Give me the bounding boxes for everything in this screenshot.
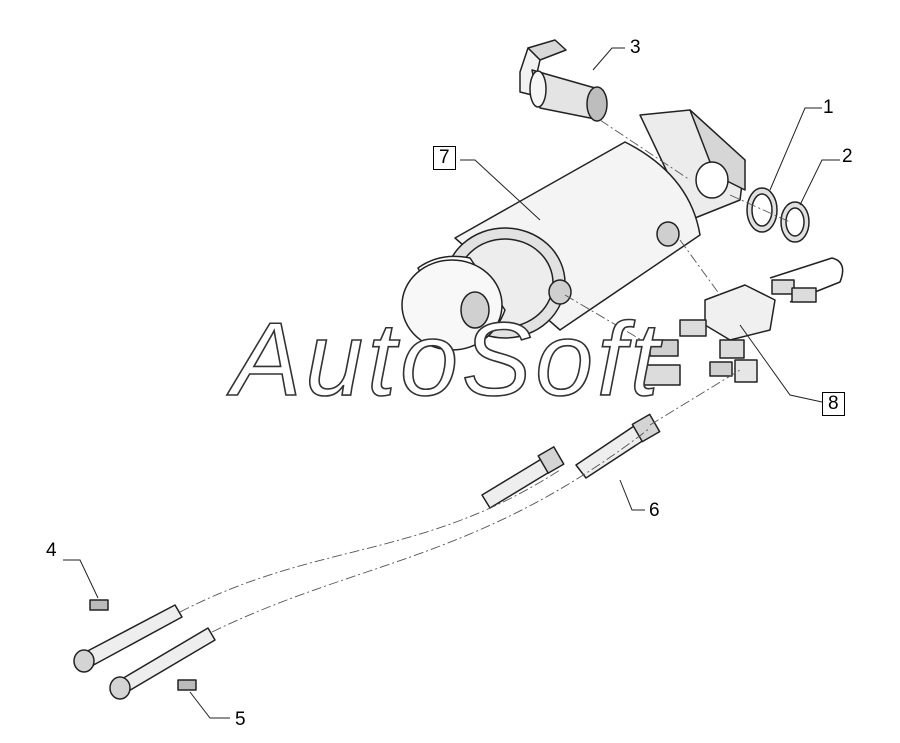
part-3-pin [519, 39, 608, 122]
leader-lines [63, 47, 840, 719]
callout-5: 5 [235, 709, 246, 730]
part-7-cylinder [401, 109, 746, 351]
part-8-valve-block [639, 257, 844, 386]
part-6-hoses [481, 413, 661, 509]
part-4-5-long-hoses [73, 599, 216, 700]
callout-1: 1 [823, 97, 834, 118]
callout-6: 6 [649, 500, 660, 521]
callout-3: 3 [630, 37, 641, 58]
part-2-ring [780, 201, 810, 243]
watermark-autosoft: AutoSoft [231, 301, 663, 419]
callout-8: 8 [822, 392, 845, 416]
callout-7: 7 [433, 146, 456, 170]
part-1-washer [746, 187, 778, 233]
callout-4: 4 [46, 540, 57, 561]
assembly-lines [179, 119, 791, 633]
callout-2: 2 [842, 146, 853, 167]
